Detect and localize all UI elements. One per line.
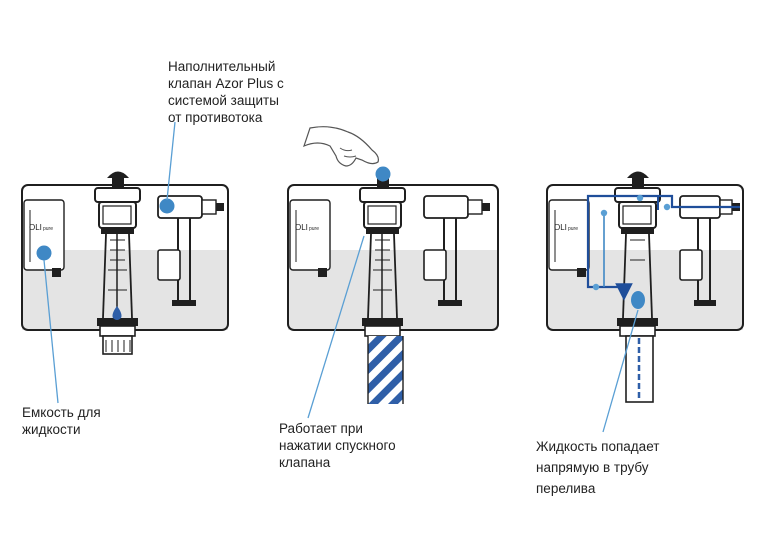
label-overflow-line-3: перелива: [536, 481, 596, 496]
tank-1-fill-valve-marker: [159, 198, 175, 214]
label-fill-valve-line-4: от противотока: [168, 110, 263, 125]
tank-2-flush-valve: [359, 178, 406, 337]
label-container-line-1: Емкость для: [22, 405, 101, 420]
label-overflow: Жидкость попадает напрямую в трубу перел…: [536, 436, 659, 499]
pointer-flush: [307, 235, 365, 419]
water-drop-icon: [112, 306, 122, 320]
label-overflow-line-2: напрямую в трубу: [536, 460, 649, 475]
tank-1-flush-valve: [94, 171, 141, 355]
tank-3-logo: OLI: [554, 223, 567, 232]
tank-2-logo: OLI: [295, 223, 308, 232]
tank-1-liquid-container: OLI pure: [23, 199, 65, 277]
label-flush-line-1: Работает при: [279, 421, 363, 436]
label-fill-valve-line-3: системой защиты: [168, 93, 279, 108]
tank-2-button-marker: [375, 166, 391, 182]
tank-2-logo-sub: pure: [309, 226, 319, 232]
tank-2-flush-water-column: [368, 336, 403, 404]
tank-3-flush-valve: [614, 171, 661, 337]
pointer-container: [43, 259, 59, 404]
tank-3-overflow-view: OLI pure: [546, 171, 744, 433]
pointer-overflow: [602, 309, 639, 433]
label-container-line-2: жидкости: [22, 422, 81, 437]
label-container: Емкость для жидкости: [22, 404, 101, 438]
tank-3-liquid-container: OLI pure: [548, 199, 590, 277]
tank-3-overflow-marker: [631, 291, 645, 309]
label-fill-valve-line-1: Наполнительный: [168, 59, 276, 74]
label-flush-line-3: клапана: [279, 455, 331, 470]
label-overflow-line-1: Жидкость попадает: [536, 439, 660, 454]
label-fill-valve: Наполнительный клапан Azor Plus с систем…: [168, 58, 284, 126]
tank-1-container-view: OLI pure: [21, 121, 229, 404]
tank-1-logo: OLI: [29, 223, 42, 232]
label-fill-valve-line-2: клапан Azor Plus с: [168, 76, 284, 91]
tank-2-flush-view: OLI pure: [287, 126, 499, 419]
tank-1-container-marker: [36, 245, 52, 261]
tank-3-logo-sub: pure: [568, 226, 578, 232]
flow-arrow-icon: [586, 194, 740, 301]
pointer-fill-valve: [166, 121, 176, 201]
tank-2-liquid-container: OLI pure: [289, 199, 331, 277]
tank-1-logo-sub: pure: [43, 226, 53, 232]
tank-2-fill-valve: [423, 195, 490, 306]
label-flush: Работает при нажатии спускного клапана: [279, 420, 396, 471]
label-flush-line-2: нажатии спускного: [279, 438, 396, 453]
hand-icon: [303, 126, 379, 167]
